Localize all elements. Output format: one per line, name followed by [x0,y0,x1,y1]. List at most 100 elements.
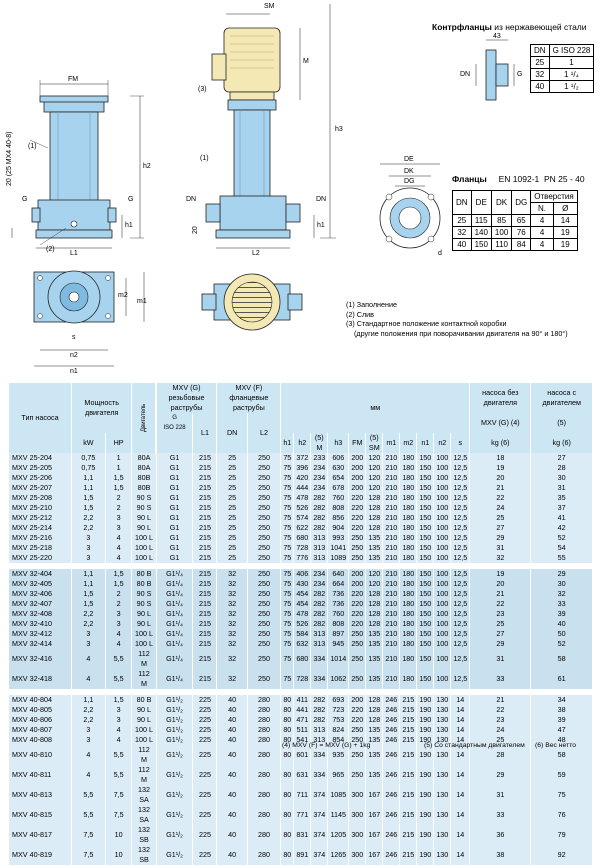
head-motor: Двигатель [131,383,157,453]
table-cell: 100 [433,639,451,649]
table-cell: 300 [348,805,366,825]
table-cell: 25 [216,493,248,503]
table-cell: 215 [399,785,417,805]
table-cell: 280 [246,735,281,745]
table-cell: 1145 [327,805,349,825]
table-cell: 728 [293,669,311,689]
dim-m: M [303,58,309,65]
dim-h1-a: h1 [125,222,133,229]
table-cell: 100 [433,609,451,619]
table-cell: 32 [216,589,248,599]
table-cell: 40 [216,715,248,725]
table-cell: 80 [280,825,294,845]
table-cell: 215 [192,669,217,689]
table-cell: 215 [399,825,417,845]
table-cell: MXV 40-815 [8,805,72,825]
table-cell: 190 [416,715,434,725]
table-cell: MXV 32-406 [8,589,72,599]
table-cell: 313 [310,543,328,553]
table-cell: 584 [293,629,311,639]
table-cell: 100 [433,649,451,669]
table-cell: 250 [348,553,366,563]
table-cell: G1¹/₂ [155,845,193,865]
table-cell: 20 [469,473,531,483]
table-cell: G1¹/₄ [155,589,193,599]
table-cell: 2,2 [71,609,106,619]
dim-kf-dn: DN [460,71,471,78]
table-cell: 25 [216,513,248,523]
table-cell: 75 [280,463,294,473]
table-cell: 50 [530,629,592,639]
table-cell: 945 [327,639,349,649]
table-cell: 100 [433,523,451,533]
group-spacer [8,689,592,695]
head-mxvf: MXV (F)фланцевые раструбы [216,383,281,413]
table-cell: 32 [216,669,248,689]
dim-de: DE [404,156,414,163]
table-cell: 14 [450,725,470,735]
table-cell: 831 [293,825,311,845]
table-cell: 220 [348,503,366,513]
table-cell: 32 [216,629,248,639]
pump-plan-view-2 [201,273,303,331]
table-cell: 27 [469,629,531,639]
table-cell: 80 [280,725,294,735]
table-cell: 100 [433,493,451,503]
table-cell: 210 [382,523,400,533]
table-cell: G1¹/₄ [155,579,193,589]
table-cell: 250 [348,735,366,745]
table-cell: 150 [416,513,434,523]
table-cell: 12,5 [450,589,470,599]
table-cell: 1,1 [71,695,106,705]
table-cell: G1¹/₄ [155,669,193,689]
table-cell: 132 SB [131,845,157,865]
table-cell: 130 [433,715,451,725]
table-cell: G1¹/₂ [155,765,193,785]
table-cell: 313 [310,735,328,745]
table-cell: 21 [469,589,531,599]
table-cell: G1 [155,473,193,483]
table-cell: 112 M [131,649,157,669]
table-cell: 511 [293,725,311,735]
table-cell: 75 [280,669,294,689]
table-cell: 150 [416,609,434,619]
table-cell: 282 [310,715,328,725]
table-cell: 215 [192,619,217,629]
table-cell: 4 [104,735,132,745]
table-cell: 128 [365,503,383,513]
table-cell: 180 [399,599,417,609]
table-cell: MXV 32-414 [8,639,72,649]
head-type: Тип насоса [8,383,72,453]
head-wo-unit: kg (6) [469,433,531,453]
table-cell: 32 [216,639,248,649]
table-cell: 90 S [131,493,157,503]
table-cell: MXV 25-216 [8,533,72,543]
table-cell: 38 [530,705,592,715]
table-cell: 130 [433,785,451,805]
table-cell: 250 [246,463,281,473]
table-cell: G1¹/₄ [155,569,193,579]
table-cell: 32 [216,599,248,609]
table-cell: 52 [530,533,592,543]
table-cell: MXV 40-807 [8,725,72,735]
table-cell: 130 [433,825,451,845]
table-cell: 210 [382,669,400,689]
table-cell: 150 [416,493,434,503]
table-cell: 100 [433,589,451,599]
table-cell: 150 [416,453,434,463]
table-cell: 128 [365,715,383,725]
side-dimension-note: 20 (25 MX4 40-8) [6,131,13,186]
table-cell: 80 [280,805,294,825]
table-cell: MXV 32-416 [8,649,72,669]
table-cell: 250 [246,579,281,589]
table-cell: 130 [433,725,451,735]
table-cell: MXV 32-418 [8,669,72,689]
table-cell: 150 [416,639,434,649]
